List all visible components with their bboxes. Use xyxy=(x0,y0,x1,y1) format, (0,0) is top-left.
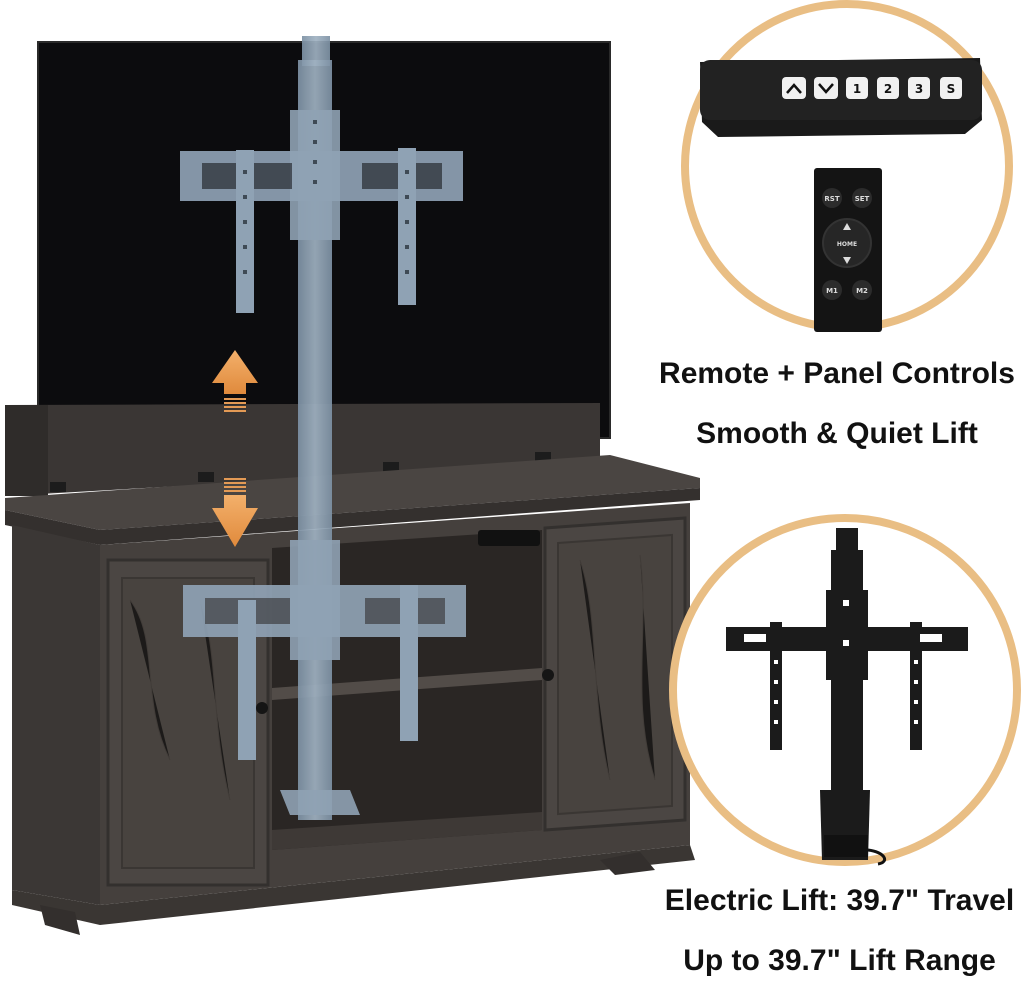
controls-detail-circle: 1 2 3 S RST SET HOME M1 M2 xyxy=(681,0,1013,332)
remote-key-rst: RST xyxy=(824,195,839,203)
remote-key-m2: M2 xyxy=(856,287,868,295)
feature-caption-smooth: Smooth & Quiet Lift xyxy=(696,417,978,450)
remote-down-icon xyxy=(843,257,851,264)
panel-key-down xyxy=(814,77,838,99)
lift-detail-circle xyxy=(669,514,1021,866)
panel-key-1: 1 xyxy=(853,82,861,96)
remote-key-set: SET xyxy=(855,195,870,203)
arrow-down-icon xyxy=(212,478,258,547)
panel-key-up xyxy=(782,77,806,99)
feature-caption-range: Up to 39.7" Lift Range xyxy=(683,944,996,977)
remote-key-m1: M1 xyxy=(826,287,838,295)
control-panel: 1 2 3 S xyxy=(700,58,982,137)
remote-key-home: HOME xyxy=(837,241,857,248)
lift-mechanism xyxy=(726,528,968,866)
arrow-up-icon xyxy=(212,350,258,412)
feature-caption-travel: Electric Lift: 39.7" Travel xyxy=(664,884,1015,917)
panel-key-2: 2 xyxy=(884,82,892,96)
lift-column-overlay xyxy=(180,36,466,820)
remote-control: RST SET HOME M1 M2 xyxy=(814,168,882,332)
tv-cabinet xyxy=(5,403,700,935)
panel-key-s: S xyxy=(947,82,956,96)
feature-caption-controls: Remote + Panel Controls xyxy=(659,357,1015,390)
remote-up-icon xyxy=(843,223,851,230)
panel-key-3: 3 xyxy=(915,82,923,96)
